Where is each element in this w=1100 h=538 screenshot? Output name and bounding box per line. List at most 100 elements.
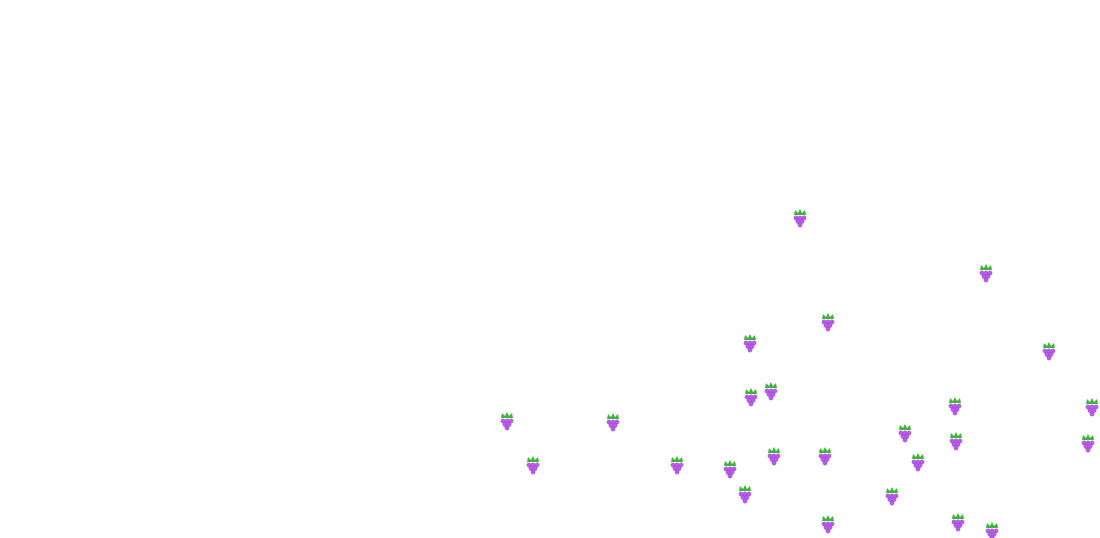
grape-berry	[953, 445, 959, 451]
grape-icon[interactable]	[898, 424, 912, 443]
grape-berry	[983, 277, 989, 283]
grape-berry	[919, 459, 925, 465]
grape-berry	[955, 526, 961, 532]
grape-berry	[915, 466, 921, 472]
grape-berry	[768, 395, 774, 401]
grape-icon[interactable]	[738, 485, 752, 504]
grape-berry	[749, 344, 755, 349]
grape-berry	[829, 319, 835, 325]
grape-icon[interactable]	[885, 487, 899, 506]
grape-berry	[747, 347, 753, 353]
grape-icon[interactable]	[767, 447, 781, 466]
grape-icon[interactable]	[1042, 342, 1056, 361]
grape-icon[interactable]	[743, 334, 757, 353]
grape-berry	[752, 394, 758, 400]
grape-berry	[1087, 444, 1093, 449]
grape-berry	[822, 460, 828, 466]
grape-leaf	[952, 513, 964, 519]
grape-berry	[772, 388, 778, 394]
grape-leaf	[745, 388, 757, 394]
grape-icon[interactable]	[793, 209, 807, 228]
grape-berry	[731, 466, 737, 472]
grape-berry	[954, 407, 960, 412]
grape-leaf	[768, 447, 780, 453]
grape-berry	[957, 438, 963, 444]
grape-icon[interactable]	[821, 515, 835, 534]
grape-berry	[824, 457, 830, 462]
grape-icon[interactable]	[949, 432, 963, 451]
grape-berry	[610, 426, 616, 432]
grape-berry	[534, 462, 540, 468]
grape-icon[interactable]	[951, 513, 965, 532]
grape-berry	[1089, 440, 1095, 446]
grape-icon[interactable]	[818, 447, 832, 466]
grape-icon[interactable]	[911, 453, 925, 472]
grape-leaf	[822, 515, 834, 521]
grape-berry	[825, 528, 831, 534]
grape-leaf	[739, 485, 751, 491]
grape-berry	[826, 453, 832, 459]
grape-berry	[750, 398, 756, 403]
grape-leaf	[527, 456, 539, 462]
grape-leaf	[899, 424, 911, 430]
grape-berry	[1089, 411, 1095, 417]
grape-berry	[751, 340, 757, 346]
grape-berry	[827, 323, 833, 328]
grape-icon[interactable]	[723, 460, 737, 479]
grape-leaf	[822, 313, 834, 319]
grape-berry	[797, 222, 803, 228]
grape-berry	[955, 442, 961, 447]
grape-berry	[1046, 355, 1052, 361]
grape-berry	[1093, 404, 1099, 410]
grape-berry	[508, 418, 514, 424]
grape-icon[interactable]	[764, 382, 778, 401]
grape-berry	[746, 491, 752, 497]
grape-berry	[889, 500, 895, 506]
grape-leaf	[819, 447, 831, 453]
grape-berry	[827, 525, 833, 530]
grape-leaf	[949, 397, 961, 403]
grape-icon[interactable]	[985, 522, 999, 538]
grape-icon[interactable]	[1081, 434, 1095, 453]
grape-berry	[744, 495, 750, 500]
grape-berry	[678, 462, 684, 468]
grape-leaf	[1043, 342, 1055, 348]
grape-leaf	[607, 413, 619, 419]
grape-leaf	[886, 487, 898, 493]
grape-icon[interactable]	[821, 313, 835, 332]
grape-icon[interactable]	[948, 397, 962, 416]
grape-leaf	[912, 453, 924, 459]
grape-icon[interactable]	[526, 456, 540, 475]
grape-leaf	[501, 412, 513, 418]
grape-berry	[906, 430, 912, 436]
grape-leaf	[1082, 434, 1094, 440]
grape-berry	[959, 519, 965, 525]
grape-leaf	[986, 522, 998, 528]
grape-berry	[1048, 352, 1054, 357]
grape-berry	[902, 437, 908, 443]
grape-berry	[771, 460, 777, 466]
grape-berry	[993, 528, 999, 534]
grape-berry	[614, 419, 620, 425]
grape-berry	[1091, 408, 1097, 413]
grape-berry	[742, 498, 748, 504]
grape-berry	[674, 469, 680, 475]
grape-icon[interactable]	[500, 412, 514, 431]
grape-berry	[987, 270, 993, 276]
grape-berry	[676, 466, 682, 471]
grape-leaf	[724, 460, 736, 466]
grape-berry	[891, 497, 897, 502]
grape-leaf	[794, 209, 806, 215]
grape-leaf	[950, 432, 962, 438]
grape-icon[interactable]	[670, 456, 684, 475]
grape-icon[interactable]	[979, 264, 993, 283]
grape-icon[interactable]	[606, 413, 620, 432]
grape-berry	[917, 463, 923, 468]
grape-icon[interactable]	[744, 388, 758, 407]
grape-icon[interactable]	[1085, 398, 1099, 417]
grape-berry	[985, 274, 991, 279]
grape-leaf	[980, 264, 992, 270]
grape-berry	[729, 470, 735, 475]
grape-leaf	[671, 456, 683, 462]
